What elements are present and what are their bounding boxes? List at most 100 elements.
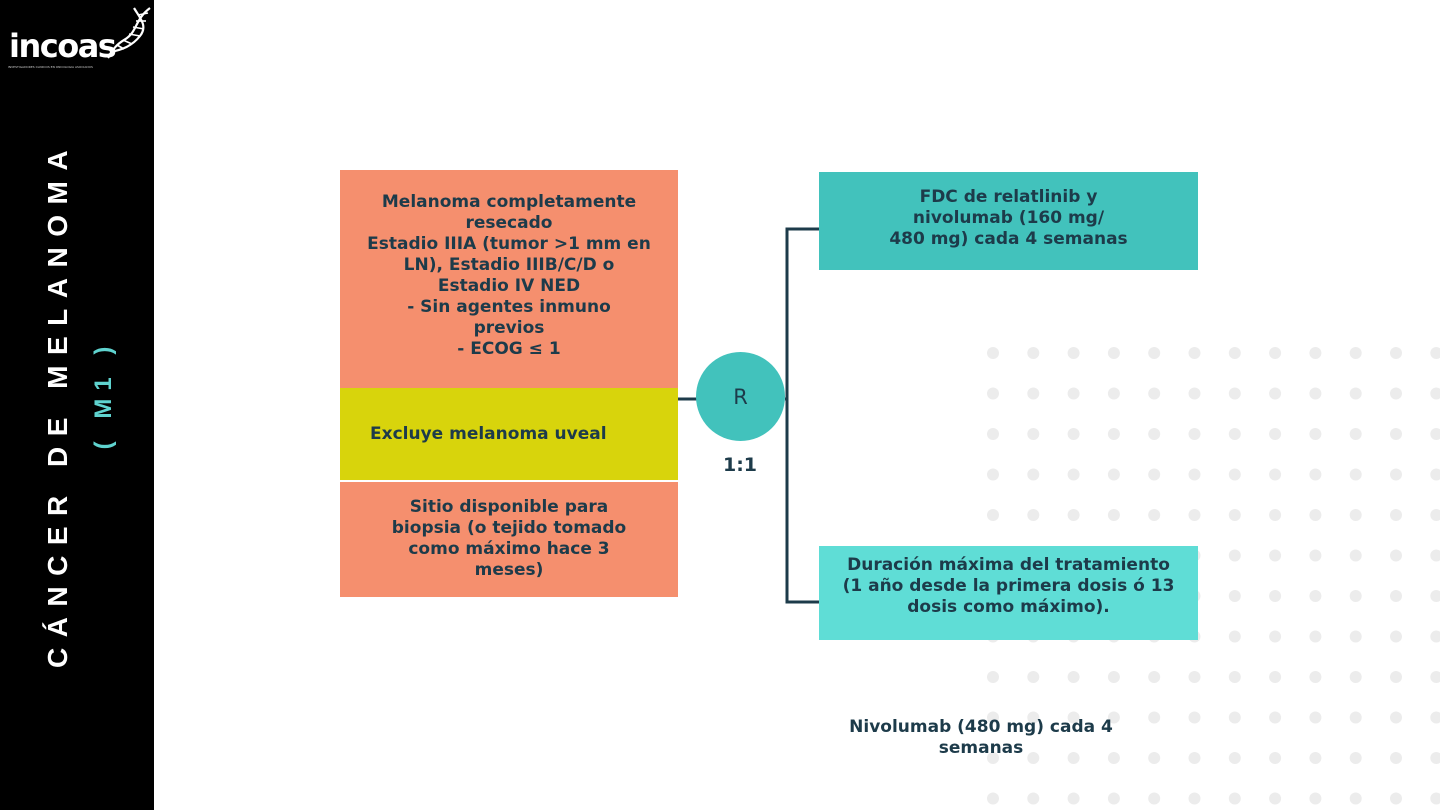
- decor-dot: [1430, 752, 1440, 764]
- decor-dot: [1390, 549, 1402, 562]
- decor-dot: [1309, 509, 1322, 521]
- decor-dot: [1390, 590, 1402, 602]
- decor-dot: [1067, 752, 1080, 764]
- treatment-duration-text: Duración máxima del tratamiento (1 año d…: [842, 554, 1175, 617]
- decor-dot: [1148, 468, 1161, 481]
- decor-dot: [1269, 630, 1282, 643]
- decor-dot: [1107, 468, 1120, 481]
- inclusion-criteria-box: Melanoma completamente resecado Estadio …: [340, 170, 678, 388]
- sidebar-title: CÁNCER DE MELANOMA: [42, 139, 73, 669]
- decor-dot: [1349, 671, 1362, 683]
- decor-dot: [1027, 671, 1040, 683]
- decor-dot: [1107, 509, 1120, 521]
- exclusion-criteria-box: Excluye melanoma uveal: [340, 388, 678, 480]
- decor-dot: [1067, 387, 1080, 400]
- decor-dot: [1228, 711, 1241, 724]
- decor-dot: [1027, 387, 1040, 400]
- decor-dot: [1430, 347, 1440, 359]
- decor-dot: [1067, 671, 1080, 683]
- exclusion-criteria-text: Excluye melanoma uveal: [370, 423, 607, 444]
- decor-dot: [1188, 752, 1201, 764]
- decor-dot: [1067, 347, 1080, 359]
- decor-dot: [1269, 428, 1282, 440]
- decor-dot: [1148, 387, 1161, 400]
- decor-dot: [1349, 509, 1362, 521]
- decor-dot: [1107, 711, 1120, 724]
- decor-dot: [1309, 590, 1322, 602]
- decor-dot: [1067, 509, 1080, 521]
- decor-dot: [1430, 428, 1440, 440]
- decor-dot: [1107, 671, 1120, 683]
- decor-dot: [1188, 347, 1201, 359]
- decor-dot: [1430, 509, 1440, 521]
- decor-dot: [1349, 468, 1362, 481]
- decor-dot: [1228, 549, 1241, 562]
- decor-dot: [1188, 428, 1201, 440]
- decor-dot: [1269, 671, 1282, 683]
- logo-text: incoas: [9, 27, 117, 65]
- decor-dot: [1107, 387, 1120, 400]
- decor-dot: [1228, 792, 1241, 805]
- randomization-label: R: [733, 384, 748, 409]
- decor-dot: [1148, 428, 1161, 440]
- decor-dot: [1228, 590, 1241, 602]
- decor-dot: [1228, 428, 1241, 440]
- sidebar: incoas INVESTIGADORES CLÍNICOS EN ONCOLO…: [0, 0, 154, 810]
- decor-dot: [987, 428, 999, 440]
- decor-dot: [1349, 792, 1362, 805]
- experimental-arm-text: FDC de relatlinib y nivolumab (160 mg/ 4…: [889, 186, 1128, 249]
- decor-dot: [1430, 468, 1440, 481]
- sidebar-subtitle: ( M1 ): [90, 338, 117, 450]
- inclusion-criteria-text: Melanoma completamente resecado Estadio …: [367, 192, 651, 359]
- decor-dot: [1188, 387, 1201, 400]
- decor-dot: [1148, 671, 1161, 683]
- biopsy-criteria-text: Sitio disponible para biopsia (o tejido …: [391, 496, 627, 580]
- decor-dot: [1188, 509, 1201, 521]
- decor-dot: [1349, 630, 1362, 643]
- decor-dot: [1027, 428, 1040, 440]
- decor-dot: [1390, 671, 1402, 683]
- decor-dot: [987, 509, 999, 521]
- decor-dot: [1309, 711, 1322, 724]
- decor-dot: [1228, 630, 1241, 643]
- decor-dot: [1188, 671, 1201, 683]
- decor-dot: [1390, 468, 1402, 481]
- decor-dot: [1269, 590, 1282, 602]
- decor-dot: [1309, 752, 1322, 764]
- decor-dot: [1027, 509, 1040, 521]
- treatment-duration-box: Duración máxima del tratamiento (1 año d…: [819, 546, 1198, 640]
- decor-dot: [1430, 387, 1440, 400]
- incoas-logo: incoas INVESTIGADORES CLÍNICOS EN ONCOLO…: [8, 6, 154, 72]
- decor-dot: [1390, 711, 1402, 724]
- decor-dot: [987, 347, 999, 359]
- decor-dot: [1269, 509, 1282, 521]
- decor-dot: [1228, 509, 1241, 521]
- decor-dot: [1269, 468, 1282, 481]
- decor-dot: [1309, 671, 1322, 683]
- decor-dot: [1269, 549, 1282, 562]
- decor-dot: [1390, 347, 1402, 359]
- decor-dot: [1390, 509, 1402, 521]
- decor-dot: [1027, 711, 1040, 724]
- decor-dot: [1390, 752, 1402, 764]
- decor-dot: [1107, 347, 1120, 359]
- decor-dot: [1228, 468, 1241, 481]
- decor-dot: [987, 752, 999, 764]
- decor-dot: [1349, 387, 1362, 400]
- decor-dot: [1188, 711, 1201, 724]
- decor-dot: [1148, 347, 1161, 359]
- decor-dot: [1269, 387, 1282, 400]
- decor-dot: [1430, 630, 1440, 643]
- decor-dot: [1067, 711, 1080, 724]
- decor-dot: [1107, 428, 1120, 440]
- decor-dot: [987, 671, 999, 683]
- decor-dot: [1309, 387, 1322, 400]
- decor-dot: [1269, 752, 1282, 764]
- decor-dot: [1067, 792, 1080, 805]
- decor-dot: [1269, 347, 1282, 359]
- decor-dot: [1269, 792, 1282, 805]
- decor-dot: [1027, 752, 1040, 764]
- randomization-ratio: 1:1: [722, 454, 758, 476]
- decor-dot: [1430, 549, 1440, 562]
- decor-dot: [1390, 792, 1402, 805]
